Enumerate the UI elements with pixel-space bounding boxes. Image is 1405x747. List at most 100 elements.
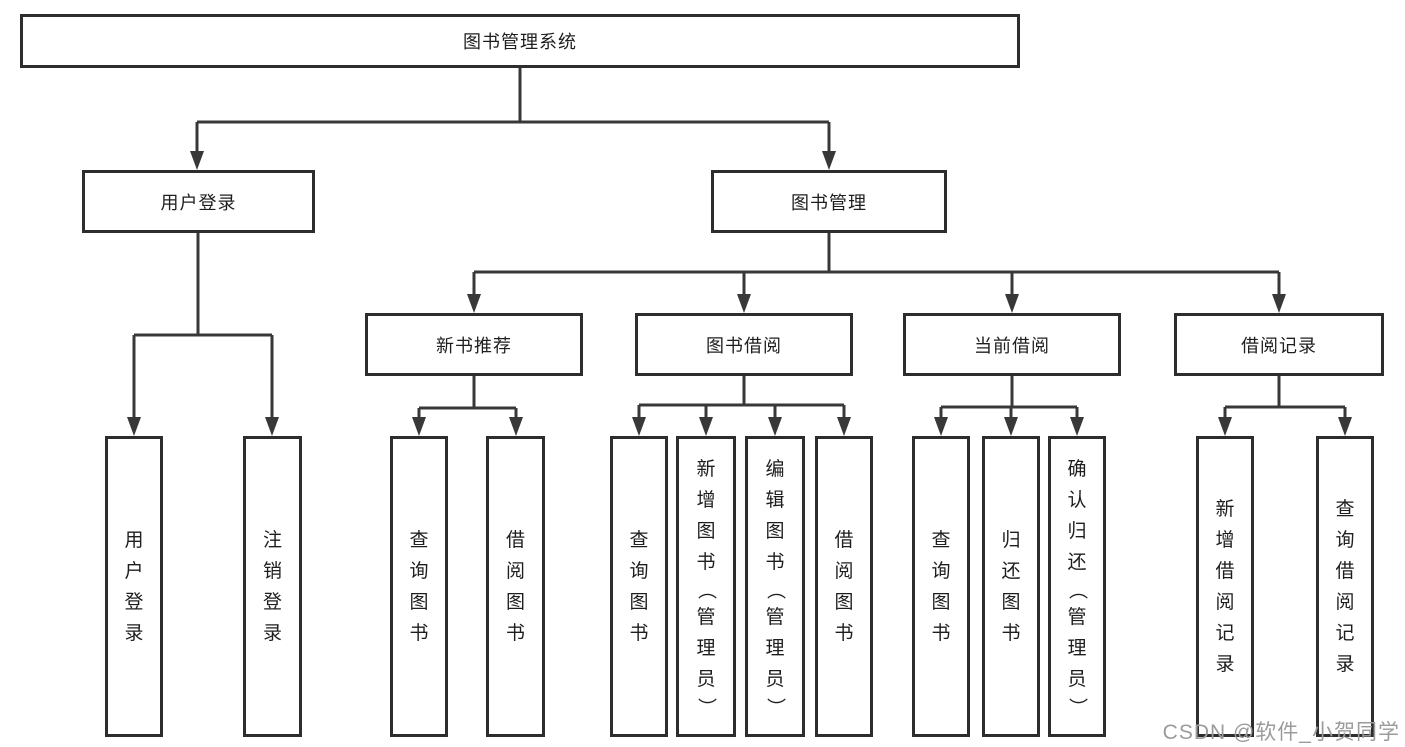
leaf-label-char: 登 — [124, 591, 144, 613]
connector-bookmgmt-to-level3 — [472, 233, 1281, 296]
leaf-label-char: 增 — [1215, 529, 1235, 551]
leaf-label-char: 书 — [409, 622, 429, 644]
leaf-label-char: 认 — [1067, 490, 1087, 511]
leaf-label-char: 录 — [1335, 653, 1355, 675]
arrow-leaf-cur-query — [934, 417, 948, 436]
leaf-label-char: 借 — [505, 529, 525, 551]
leaf-label-char: 管 — [696, 607, 716, 628]
leaf-logout: 注销登录 — [243, 436, 302, 737]
leaf-label-char: ） — [764, 697, 786, 717]
leaf-label-char: 编 — [765, 459, 785, 480]
leaf-current-query: 查询图书 — [912, 436, 970, 737]
leaf-label-char: 询 — [629, 560, 649, 582]
leaf-label-char: 理 — [765, 638, 785, 659]
leaf-label-char: 图 — [696, 521, 716, 542]
node-new-books: 新书推荐 — [365, 313, 583, 376]
leaf-label-char: 图 — [629, 591, 649, 613]
leaf-label-char: 查 — [629, 529, 649, 551]
leaf-label-char: 户 — [124, 560, 144, 582]
connector-borrowing-to-leaves — [637, 376, 846, 419]
node-user-login-label: 用户登录 — [160, 192, 237, 213]
connector-current-to-leaves — [939, 376, 1079, 419]
leaf-label-char: 图 — [1001, 591, 1021, 613]
leaf-label-char: 注 — [262, 529, 282, 551]
leaf-label-char: 记 — [1335, 622, 1355, 644]
leaf-label-char: 辑 — [765, 490, 785, 511]
leaf-label-char: 员 — [765, 669, 785, 690]
leaf-label-char: 查 — [409, 529, 429, 551]
leaf-label-char: 书 — [1001, 622, 1021, 644]
leaf-label-char: 借 — [1335, 560, 1355, 582]
leaf-label-char: 询 — [1335, 529, 1355, 551]
leaf-label-char: 还 — [1001, 560, 1021, 582]
connector-newbooks-to-leaves — [417, 376, 518, 419]
leaf-label-char: 记 — [1215, 622, 1235, 644]
leaf-label-char: 图 — [931, 591, 951, 613]
leaf-label-char: 用 — [124, 529, 144, 551]
leaf-label-char: 理 — [1067, 638, 1087, 659]
leaf-label-char: 借 — [834, 529, 854, 551]
leaf-label-char: 归 — [1067, 521, 1087, 542]
arrow-leaf-cur-confirm — [1070, 417, 1084, 436]
leaf-borrowing-add-admin: 新增图书（管理员） — [676, 436, 736, 737]
leaf-label-char: 管 — [765, 607, 785, 628]
node-current: 当前借阅 — [903, 313, 1121, 376]
leaf-label-char: 书 — [765, 552, 785, 573]
leaf-label-char: 阅 — [505, 560, 525, 582]
connector-records-to-leaves — [1223, 376, 1347, 419]
node-root: 图书管理系统 — [20, 14, 1020, 68]
leaf-label-char: 图 — [834, 591, 854, 613]
arrow-leaf-bw-query — [632, 417, 646, 436]
leaf-current-confirm-admin: 确认归还（管理员） — [1048, 436, 1106, 737]
leaf-label-char: 管 — [1067, 607, 1087, 628]
leaf-label-char: 书 — [505, 622, 525, 644]
node-root-label: 图书管理系统 — [463, 32, 577, 52]
leaf-label-char: 询 — [409, 560, 429, 582]
leaf-label-char: ） — [695, 697, 717, 717]
leaf-label-char: 还 — [1067, 552, 1087, 573]
arrowheads — [127, 151, 1352, 436]
leaf-user-login: 用户登录 — [105, 436, 163, 737]
leaf-label-char: 增 — [696, 490, 716, 511]
leaf-label-char: 员 — [696, 669, 716, 690]
leaf-label-char: （ — [695, 580, 717, 600]
leaf-label-char: 书 — [931, 622, 951, 644]
leaf-label-char: 理 — [696, 638, 716, 659]
leaf-label-char: 录 — [124, 622, 144, 644]
leaf-label-char: （ — [764, 580, 786, 600]
leaf-label-char: 录 — [1215, 653, 1235, 675]
arrow-leaf-rec-query — [1338, 417, 1352, 436]
node-records-label: 借阅记录 — [1241, 335, 1317, 356]
leaf-label-char: 查 — [931, 529, 951, 551]
node-borrowing: 图书借阅 — [635, 313, 853, 376]
leaf-label-char: 书 — [834, 622, 854, 644]
leaf-label-char: 归 — [1001, 529, 1021, 551]
node-current-label: 当前借阅 — [974, 335, 1050, 356]
leaf-borrowing-query: 查询图书 — [610, 436, 668, 737]
leaf-newbooks-query: 查询图书 — [390, 436, 448, 737]
arrow-leaf-cur-return — [1004, 417, 1018, 436]
arrow-userlogin — [190, 151, 204, 170]
leaf-label-char: 新 — [696, 459, 716, 480]
leaf-label-char: 销 — [262, 560, 282, 582]
node-book-mgmt: 图书管理 — [711, 170, 947, 233]
arrow-leaf-rec-add — [1218, 417, 1232, 436]
leaf-label-char: 阅 — [1215, 591, 1235, 613]
leaf-label-char: ） — [1066, 697, 1088, 717]
leaf-label-char: 确 — [1067, 459, 1087, 480]
leaf-current-return: 归还图书 — [982, 436, 1040, 737]
leaf-label-char: 借 — [1215, 560, 1235, 582]
leaf-label-char: 员 — [1067, 669, 1087, 690]
leaf-label-char: 询 — [931, 560, 951, 582]
arrow-borrowing — [737, 294, 751, 313]
leaf-label-char: 图 — [505, 591, 525, 613]
arrow-leaf-bw-add — [699, 417, 713, 436]
arrow-leaf-bw-borrow — [837, 417, 851, 436]
leaf-label-char: 图 — [765, 521, 785, 542]
arrow-leaf-nb-query — [412, 417, 426, 436]
node-book-mgmt-label: 图书管理 — [791, 192, 867, 213]
leaf-label-char: 阅 — [1335, 591, 1355, 613]
arrow-bookmgmt — [822, 151, 836, 170]
